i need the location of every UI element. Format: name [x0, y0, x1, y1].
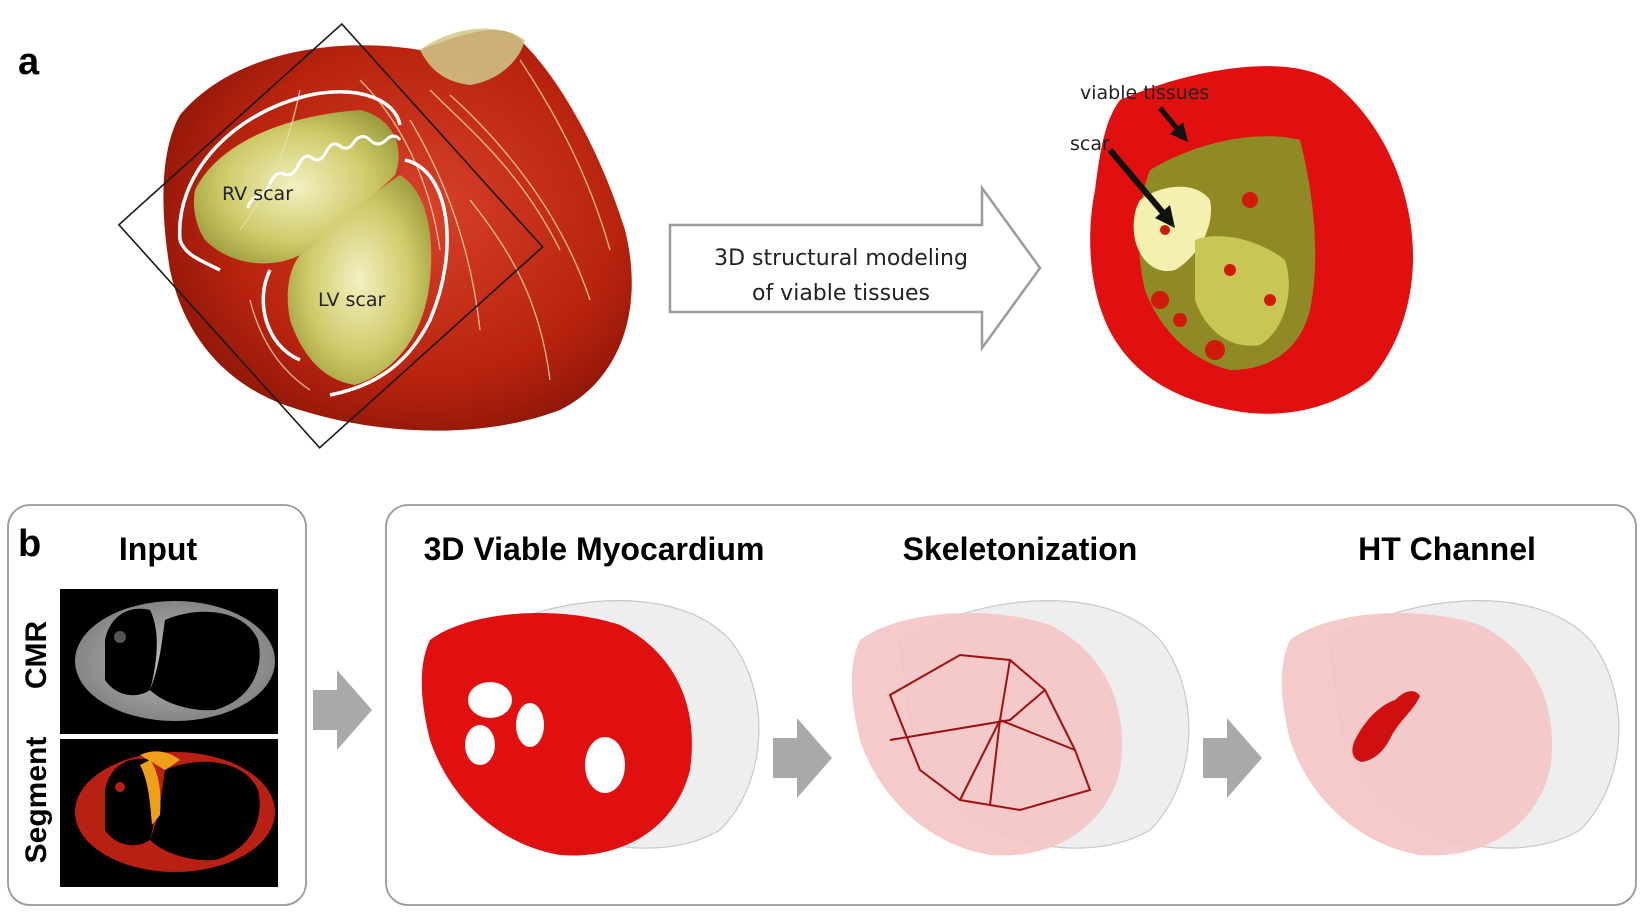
cmr-image [60, 589, 278, 734]
septum-zigzag [246, 134, 402, 209]
pipeline-panel [385, 504, 1637, 906]
step-title-ht-channel: HT Channel [1358, 531, 1536, 567]
skeletonization-render [851, 600, 1190, 856]
viable-tissues-label: viable tissues [1080, 82, 1209, 104]
process-arrow-line1: 3D structural modeling [714, 246, 968, 271]
rv-outline [177, 90, 402, 241]
lv-scar-region [287, 175, 432, 385]
ht-channel-render [1281, 600, 1620, 856]
viable-tissue-model: viable tissues scar [1070, 66, 1414, 414]
scar-highlight [1133, 186, 1211, 271]
input-row-segment-label: Segment [20, 737, 53, 864]
panel-b-letter: b [18, 523, 41, 565]
tissue-block-frame [117, 22, 544, 449]
flow-arrow-3 [1203, 718, 1262, 798]
lv-outline [329, 158, 449, 397]
ht-channel-path [1352, 691, 1420, 762]
flow-arrow-1 [313, 670, 372, 750]
rv-scar-label: RV scar [222, 183, 293, 205]
step-title-skeletonization: Skeletonization [903, 531, 1138, 567]
viable-myocardium-render [421, 600, 760, 856]
input-title: Input [119, 531, 198, 567]
process-arrow-line2: of viable tissues [752, 281, 930, 306]
heart-photo: RV scar LV scar [117, 22, 632, 449]
lv-scar-label: LV scar [318, 289, 386, 311]
input-row-cmr-label: CMR [20, 621, 53, 690]
scar-label: scar [1070, 133, 1110, 155]
flow-arrow-2 [773, 718, 832, 798]
input-panel [7, 504, 307, 906]
process-arrow: 3D structural modeling of viable tissues [668, 184, 1042, 352]
step-title-viable-myocardium: 3D Viable Myocardium [424, 531, 765, 567]
panel-a-letter: a [18, 41, 40, 83]
segmentation-image [60, 739, 278, 887]
